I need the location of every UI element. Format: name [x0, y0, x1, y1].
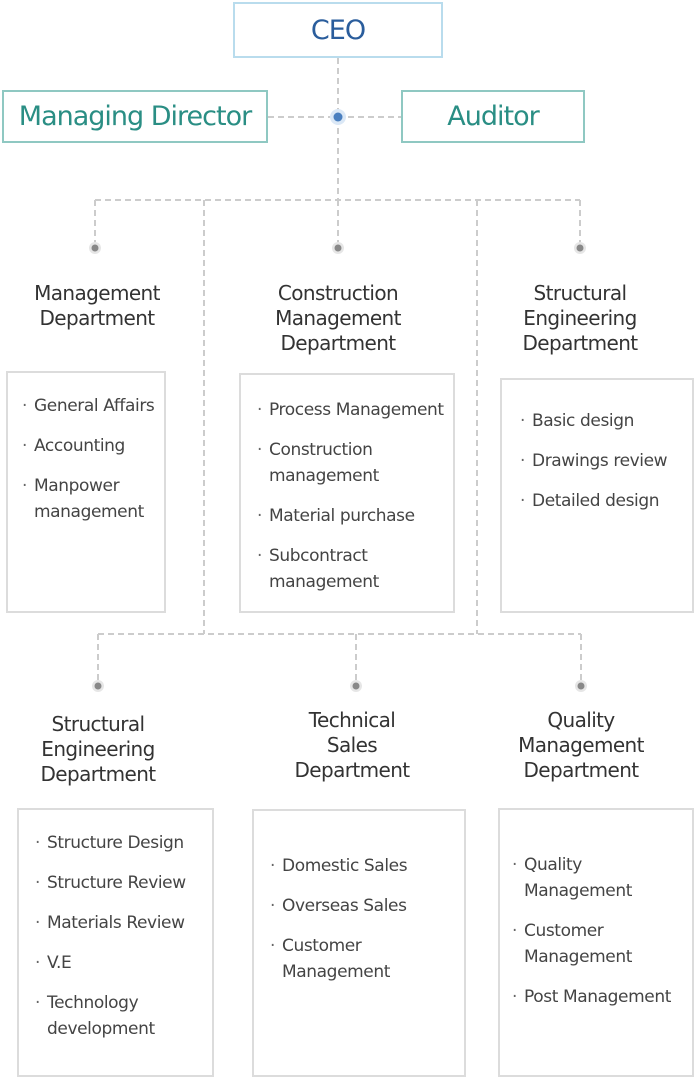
ceo-box: CEO — [233, 2, 443, 58]
auditor-label: Auditor — [447, 101, 539, 132]
dept-title-line: Quality — [547, 708, 615, 732]
dept-title-management: Management Department — [0, 281, 194, 331]
dept-title-line: Department — [280, 331, 396, 355]
duty-item: Detailed design — [518, 488, 686, 514]
dept-title-line: Department — [39, 306, 155, 330]
duty-item: Drawings review — [518, 448, 686, 474]
duty-item: Subcontract management — [255, 543, 447, 595]
duty-item: Structure Design — [33, 830, 206, 856]
managing-director-label: Managing Director — [18, 101, 252, 132]
dept-box-structural-engineering-2: Structure Design Structure Review Materi… — [17, 808, 214, 1077]
duty-item: General Affairs — [20, 393, 158, 419]
dept-title-structural-engineering: Structural Engineering Department — [478, 281, 682, 356]
dept-box-quality-management: Quality Management Customer Management P… — [498, 808, 694, 1077]
dept-title-line: Sales — [326, 733, 378, 757]
duty-item: Material purchase — [255, 503, 447, 529]
dept-title-technical-sales: Technical Sales Department — [252, 708, 452, 783]
dept-box-management: General Affairs Accounting Manpower mana… — [6, 371, 166, 613]
duty-item: Technology development — [33, 990, 206, 1042]
duty-item: Customer Management — [268, 933, 458, 985]
dept-title-line: Management — [34, 281, 160, 305]
duty-item: Construction management — [255, 437, 447, 489]
dept-title-line: Construction — [277, 281, 399, 305]
dept-title-line: Engineering — [41, 737, 155, 761]
auditor-box: Auditor — [401, 90, 585, 143]
duty-item: Basic design — [518, 408, 686, 434]
dept-box-construction-management: Process Management Construction manageme… — [239, 373, 455, 613]
dept-title-line: Structural — [51, 712, 146, 736]
ceo-label: CEO — [310, 14, 366, 46]
dept-title-line: Management — [518, 733, 644, 757]
duty-item: Materials Review — [33, 910, 206, 936]
duty-item: Domestic Sales — [268, 853, 458, 879]
dept-title-line: Department — [40, 762, 156, 786]
dept-title-line: Department — [294, 758, 410, 782]
duty-item: Overseas Sales — [268, 893, 458, 919]
dept-title-line: Technical — [308, 708, 396, 732]
duty-item: Structure Review — [33, 870, 206, 896]
dept-title-line: Management — [275, 306, 401, 330]
dept-title-line: Department — [523, 758, 639, 782]
duty-item: Accounting — [20, 433, 158, 459]
duty-item: Post Management — [510, 984, 686, 1010]
dept-title-structural-engineering-2: Structural Engineering Department — [0, 712, 196, 787]
dept-title-quality-management: Quality Management Department — [480, 708, 682, 783]
dept-title-line: Engineering — [523, 306, 637, 330]
dept-box-technical-sales: Domestic Sales Overseas Sales Customer M… — [252, 809, 466, 1077]
duty-item: Process Management — [255, 397, 447, 423]
duty-item: Customer Management — [510, 918, 686, 970]
duty-item: V.E — [33, 950, 206, 976]
dept-title-line: Structural — [533, 281, 628, 305]
dept-title-line: Department — [522, 331, 638, 355]
managing-director-box: Managing Director — [2, 90, 268, 143]
duty-item: Quality Management — [510, 852, 686, 904]
duty-item: Manpower management — [20, 473, 158, 525]
dept-title-construction-management: Construction Management Department — [236, 281, 440, 356]
dept-box-structural-engineering: Basic design Drawings review Detailed de… — [500, 378, 694, 613]
